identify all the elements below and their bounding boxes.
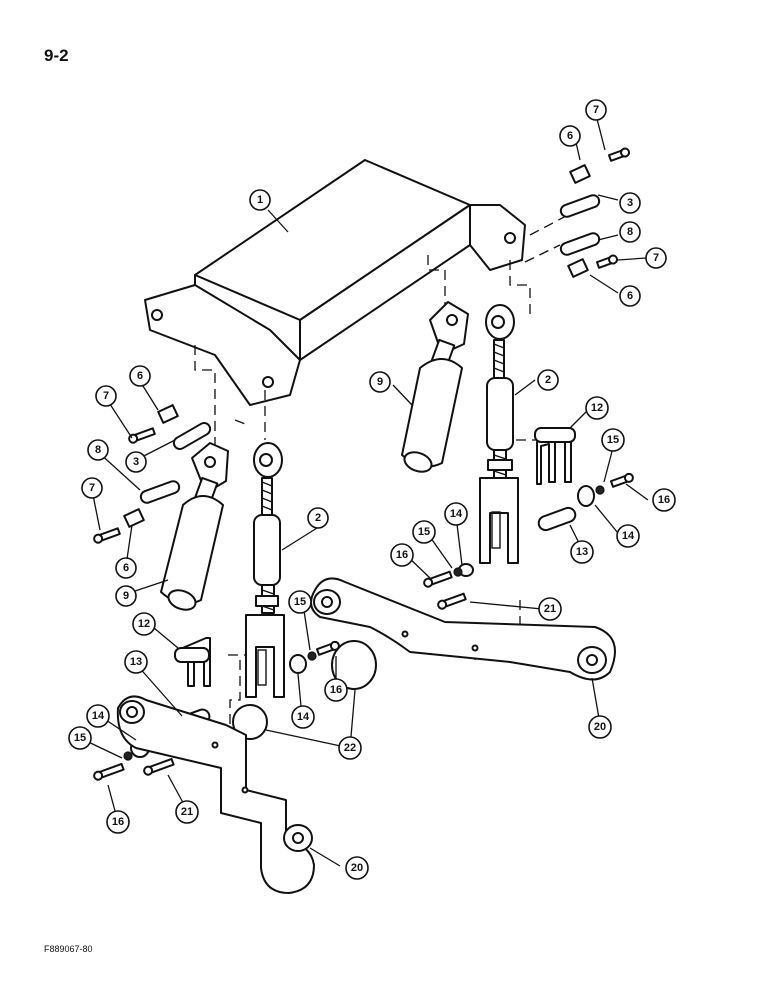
callout-14: 14 <box>616 524 640 548</box>
callout-9: 9 <box>115 585 137 607</box>
svg-text:16: 16 <box>396 549 408 561</box>
svg-text:15: 15 <box>74 732 86 744</box>
callout-3: 3 <box>619 192 641 214</box>
callout-15: 15 <box>288 590 312 614</box>
spring-clip-right <box>534 427 576 485</box>
svg-text:15: 15 <box>607 434 619 446</box>
svg-text:12: 12 <box>591 402 603 414</box>
svg-text:3: 3 <box>627 197 633 209</box>
svg-text:2: 2 <box>315 512 321 524</box>
svg-text:6: 6 <box>123 562 129 574</box>
svg-text:20: 20 <box>351 862 363 874</box>
svg-text:7: 7 <box>89 482 95 494</box>
callout-8: 8 <box>619 221 641 243</box>
callout-6: 6 <box>619 285 641 307</box>
callout-20: 20 <box>345 856 369 880</box>
callout-6: 6 <box>115 557 137 579</box>
svg-text:14: 14 <box>622 530 635 542</box>
svg-text:16: 16 <box>330 684 342 696</box>
cross-frame <box>144 159 526 406</box>
callout-1: 1 <box>249 189 271 211</box>
svg-text:22: 22 <box>344 742 356 754</box>
callout-2: 2 <box>307 507 329 529</box>
callout-15: 15 <box>68 726 92 750</box>
svg-text:8: 8 <box>627 226 633 238</box>
spring-clip-left <box>174 637 211 687</box>
svg-text:14: 14 <box>297 711 310 723</box>
left-lower-link <box>116 695 315 894</box>
callout-21: 21 <box>175 800 199 824</box>
callout-14: 14 <box>86 704 110 728</box>
callout-16: 16 <box>106 810 130 834</box>
callout-3: 3 <box>125 451 147 473</box>
svg-text:15: 15 <box>294 596 306 608</box>
svg-text:15: 15 <box>418 526 430 538</box>
left-hydraulic-cylinder <box>160 442 229 611</box>
callout-22: 22 <box>338 736 362 760</box>
svg-text:14: 14 <box>92 710 105 722</box>
svg-text:16: 16 <box>658 494 670 506</box>
callout-21: 21 <box>538 597 562 621</box>
svg-text:1: 1 <box>257 194 263 206</box>
callout-8: 8 <box>87 439 109 461</box>
right-hydraulic-cylinder <box>401 301 469 473</box>
callout-12: 12 <box>132 612 156 636</box>
svg-text:6: 6 <box>137 370 143 382</box>
callout-7: 7 <box>81 477 103 499</box>
callout-16: 16 <box>652 488 676 512</box>
callout-2: 2 <box>537 369 559 391</box>
callout-14: 14 <box>291 705 315 729</box>
svg-text:13: 13 <box>130 656 142 668</box>
callout-7: 7 <box>645 247 667 269</box>
callout-15: 15 <box>412 520 436 544</box>
svg-text:13: 13 <box>576 546 588 558</box>
svg-text:7: 7 <box>653 252 659 264</box>
svg-text:14: 14 <box>450 508 463 520</box>
covers <box>232 640 377 740</box>
svg-text:12: 12 <box>138 618 150 630</box>
svg-text:21: 21 <box>181 806 193 818</box>
callout-bubbles: 1 3 3 6 6 6 6 7 7 7 7 8 8 9 9 2 2 12 12 … <box>68 99 676 880</box>
callout-14: 14 <box>444 502 468 526</box>
svg-text:21: 21 <box>544 603 556 615</box>
callout-16: 16 <box>390 543 414 567</box>
svg-text:6: 6 <box>567 130 573 142</box>
left-lift-link <box>245 442 285 698</box>
callout-6: 6 <box>129 365 151 387</box>
svg-text:16: 16 <box>112 816 124 828</box>
callout-16: 16 <box>324 678 348 702</box>
right-lower-link <box>310 577 616 681</box>
svg-text:7: 7 <box>103 390 109 402</box>
svg-text:7: 7 <box>593 104 599 116</box>
retainer-plates <box>123 164 591 528</box>
page-number: 9-2 <box>44 46 69 65</box>
callout-9: 9 <box>369 371 391 393</box>
right-lift-link <box>479 304 519 564</box>
bolts <box>93 147 634 781</box>
callout-7: 7 <box>95 385 117 407</box>
svg-text:6: 6 <box>627 290 633 302</box>
svg-text:9: 9 <box>123 590 129 602</box>
callout-12: 12 <box>585 396 609 420</box>
assembly-lines <box>194 214 569 760</box>
callout-13: 13 <box>124 650 148 674</box>
svg-text:20: 20 <box>594 721 606 733</box>
callout-7: 7 <box>585 99 607 121</box>
svg-text:9: 9 <box>377 376 383 388</box>
callout-13: 13 <box>570 540 594 564</box>
callout-20: 20 <box>588 715 612 739</box>
callout-6: 6 <box>559 125 581 147</box>
svg-text:3: 3 <box>133 456 139 468</box>
svg-text:2: 2 <box>545 374 551 386</box>
svg-text:8: 8 <box>95 444 101 456</box>
figure-code: F889067-80 <box>44 944 93 954</box>
callout-15: 15 <box>601 428 625 452</box>
